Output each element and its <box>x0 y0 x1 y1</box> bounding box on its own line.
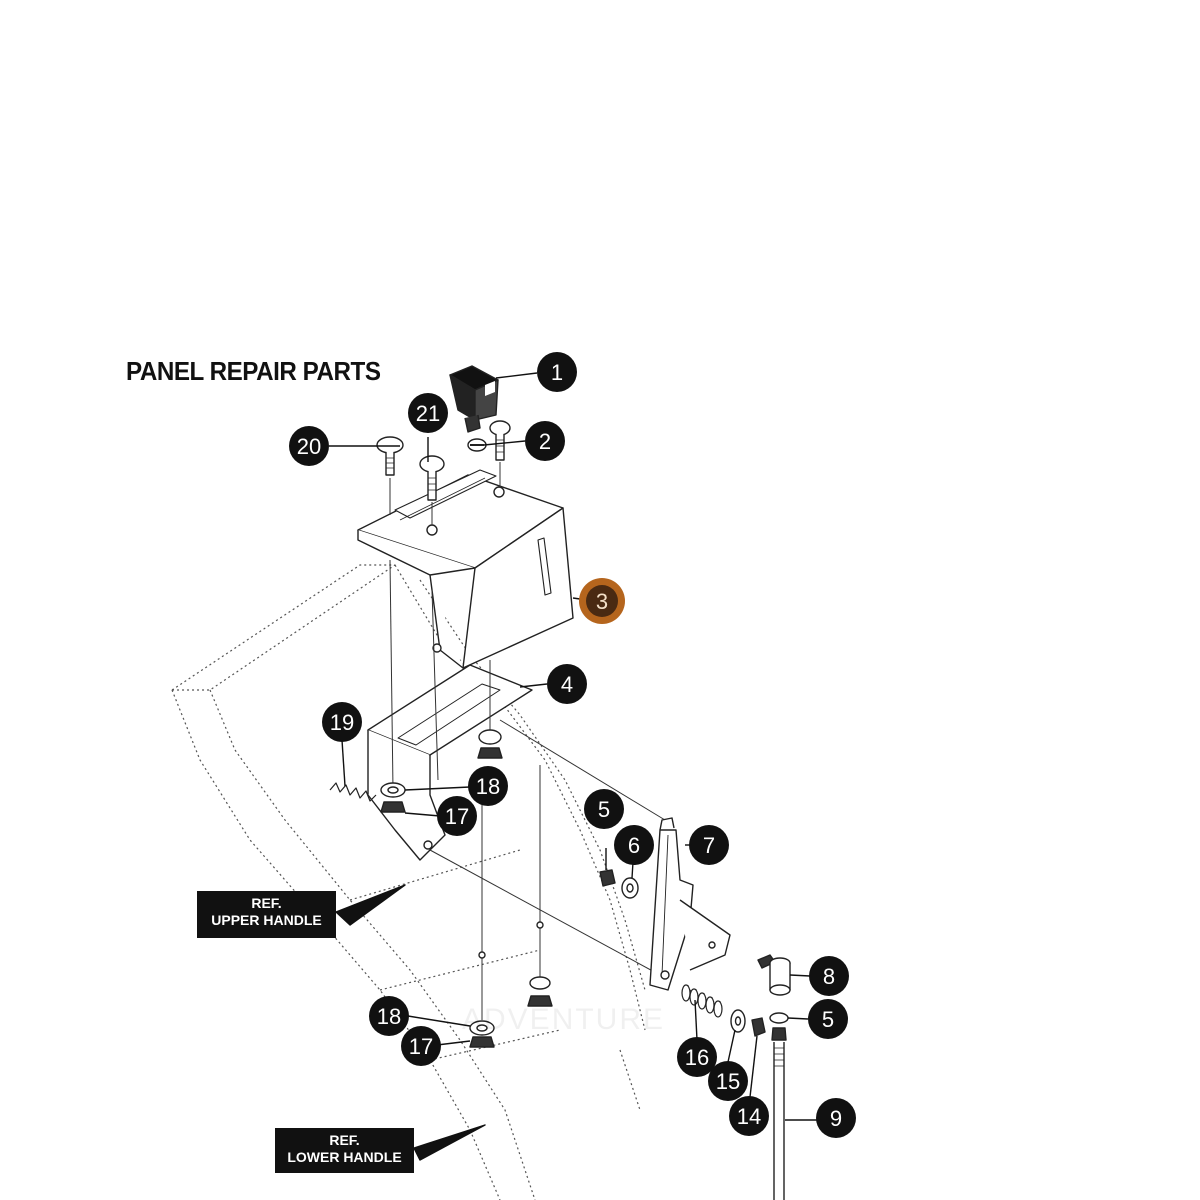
callout-18-bottom: 18 <box>369 996 409 1036</box>
svg-text:21: 21 <box>416 401 440 426</box>
ref-upper-handle-label: REF. UPPER HANDLE <box>197 891 336 938</box>
watermark: ADVENTURE <box>462 1003 666 1036</box>
nuts-and-washers <box>380 729 553 1048</box>
svg-text:1: 1 <box>551 360 563 385</box>
ref-lower-line1: REF. <box>329 1132 360 1148</box>
page-title: PANEL REPAIR PARTS <box>126 356 381 386</box>
rod-part-9 <box>769 1012 789 1200</box>
svg-text:17: 17 <box>445 804 469 829</box>
svg-text:16: 16 <box>685 1045 709 1070</box>
callout-19: 19 <box>322 702 362 742</box>
callout-6: 6 <box>614 825 654 865</box>
carriage-bolts <box>376 420 511 501</box>
svg-text:18: 18 <box>476 774 500 799</box>
ref-lower-line2: LOWER HANDLE <box>287 1149 402 1165</box>
spring-19 <box>329 782 377 802</box>
svg-text:8: 8 <box>823 964 835 989</box>
callout-17-top: 17 <box>437 796 477 836</box>
svg-text:5: 5 <box>822 1007 834 1032</box>
callout-18-top: 18 <box>468 766 508 806</box>
ref-upper-line1: REF. <box>251 895 282 911</box>
callout-2: 2 <box>525 421 565 461</box>
callout-14: 14 <box>729 1096 769 1136</box>
rocker-switch <box>449 365 499 433</box>
svg-text:18: 18 <box>377 1004 401 1029</box>
svg-text:19: 19 <box>330 710 354 735</box>
ref-lower-handle-label: REF. LOWER HANDLE <box>275 1128 414 1173</box>
callout-5-bottom: 5 <box>808 999 848 1039</box>
svg-text:9: 9 <box>830 1106 842 1131</box>
callout-5-top: 5 <box>584 789 624 829</box>
svg-text:20: 20 <box>297 434 321 459</box>
svg-text:2: 2 <box>539 429 551 454</box>
callout-15: 15 <box>708 1061 748 1101</box>
svg-text:3: 3 <box>596 589 608 614</box>
callout-20: 20 <box>289 426 329 466</box>
washer-15 <box>730 1009 746 1033</box>
callout-3: 3 <box>579 578 625 624</box>
handle-frame-outline <box>171 564 646 1200</box>
callout-17-bottom: 17 <box>401 1026 441 1066</box>
lever-nut-washer <box>599 869 639 899</box>
base-plate <box>367 664 533 756</box>
callout-markers: 1 2 3 4 5 5 6 7 8 9 14 15 16 17 17 18 18… <box>289 352 856 1138</box>
callout-4: 4 <box>547 664 587 704</box>
callout-1: 1 <box>537 352 577 392</box>
lever-bracket <box>649 817 731 991</box>
pin-part-8 <box>757 954 791 996</box>
callout-21: 21 <box>408 393 448 433</box>
svg-text:17: 17 <box>409 1034 433 1059</box>
assembly-lines <box>389 462 706 1020</box>
svg-text:7: 7 <box>703 833 715 858</box>
callout-8: 8 <box>809 956 849 996</box>
panel-cover <box>357 469 574 669</box>
nut-14 <box>751 1017 766 1037</box>
callout-7: 7 <box>689 825 729 865</box>
ref-upper-line2: UPPER HANDLE <box>211 912 322 928</box>
svg-text:6: 6 <box>628 833 640 858</box>
ref-arrows <box>335 884 486 1161</box>
callout-16: 16 <box>677 1037 717 1077</box>
svg-text:14: 14 <box>737 1104 761 1129</box>
spring-16 <box>681 984 723 1018</box>
svg-text:5: 5 <box>598 797 610 822</box>
svg-text:4: 4 <box>561 672 573 697</box>
svg-text:15: 15 <box>716 1069 740 1094</box>
callout-9: 9 <box>816 1098 856 1138</box>
